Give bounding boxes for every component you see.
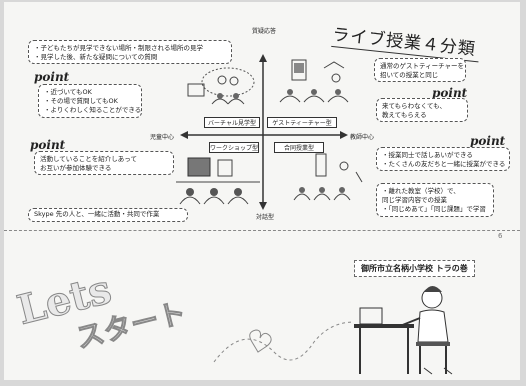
note-point-4: ・授業同士で話しあいができる ・たくさんの友だちと一緒に授業ができる [376, 147, 510, 171]
classification-axes [180, 54, 348, 210]
page-number: 6 [498, 232, 503, 240]
quadrant-joint-class: 合同授業型 [274, 142, 324, 153]
axis-label-top: 質疑応答 [252, 28, 277, 35]
note-skype-collab: Skype 先の人と、一緒に活動・共同で作業 [28, 208, 188, 222]
note-guest-teacher: 通常のゲストティーチャーを 招いての授業と同じ [374, 58, 466, 82]
note-point-2: 活動していることを紹介しあって お互いが参加体験できる [34, 151, 174, 175]
teacher-at-computer-illustration [354, 286, 453, 375]
quadrant-guest-teacher: ゲストティーチャー型 [267, 117, 337, 128]
note-joint-class: ・離れた教室（学校）で、 同じ学習内容での授業 ・「同じめあて」「同じ課題」で学… [376, 183, 494, 217]
note-virtual-tour: ・子どもたちが見学できない場所・制限される場所の見学 ・見学した後、新たな疑問に… [28, 40, 232, 64]
point-label-3: point [432, 86, 468, 100]
document-page: ライブ授業４分類 質疑応答 対話型 児童中心 教師中心 バーチャル見学型 ゲスト… [4, 2, 520, 380]
classroom-illustration-bottom-left [176, 157, 260, 205]
classroom-illustration-top-left [187, 67, 255, 105]
quadrant-workshop: ワークショップ型 [209, 142, 259, 153]
classroom-illustration-top-right [279, 59, 349, 103]
quadrant-virtual-tour: バーチャル見学型 [204, 117, 260, 128]
point-label-2: point [30, 138, 66, 152]
axis-label-right: 教師中心 [350, 134, 375, 141]
axis-label-left: 児童中心 [150, 134, 175, 141]
note-point-1: ・近づいてもOK ・その場で質問してもOK ・よりくわしく知ることができる [38, 84, 142, 118]
school-title-banner: 御所市立名柄小学校 トラの巻 [354, 260, 475, 277]
note-point-3: 来てもらわなくても、 教えてもらえる [376, 98, 468, 122]
point-label-1: point [34, 70, 70, 84]
classroom-illustration-bottom-right [293, 153, 363, 201]
page-divider [4, 230, 520, 231]
axis-label-bottom: 対話型 [256, 214, 275, 221]
point-label-4: point [470, 134, 506, 148]
dashed-path-decoration [213, 321, 355, 363]
